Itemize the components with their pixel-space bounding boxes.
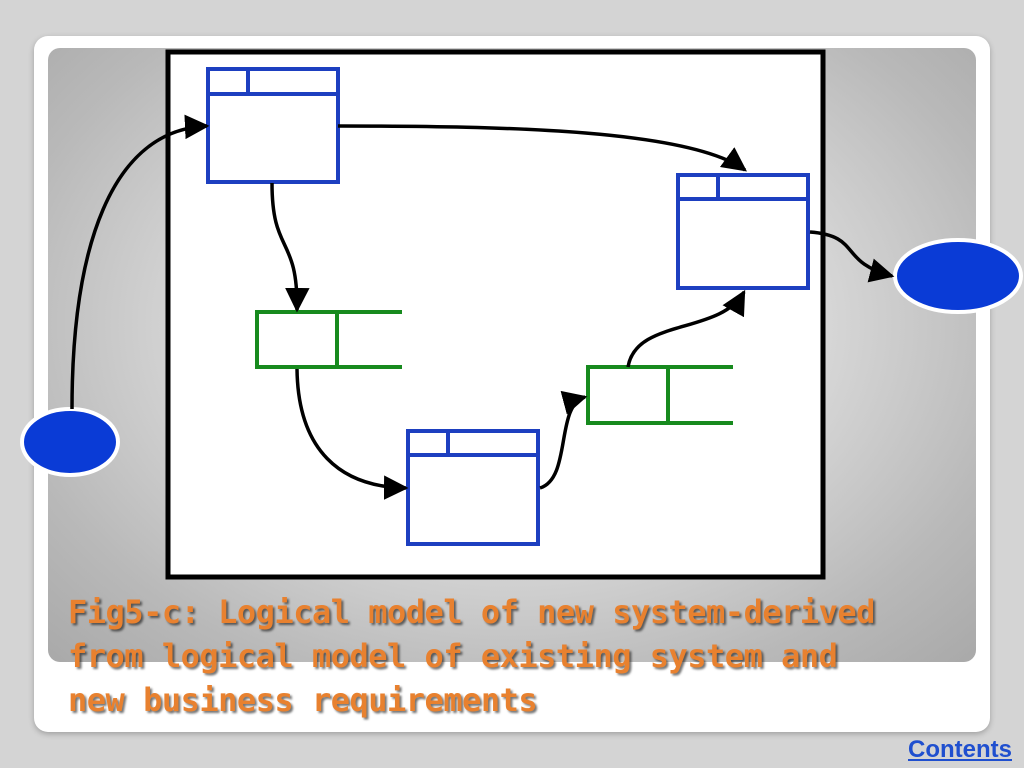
- data-store-1: [255, 310, 402, 369]
- flow-store-2-to-process-3: [626, 289, 746, 368]
- flow-process-2-to-store-2: [539, 390, 588, 490]
- flow-entity-to-process-1: [70, 114, 210, 410]
- data-store-2: [586, 365, 733, 425]
- flow-process-3-to-entity: [809, 230, 895, 283]
- flow-process-1-to-process-3: [337, 124, 747, 172]
- process-box-3: [676, 173, 810, 290]
- caption-line-1: Fig5-c: Logical model of new system-deri…: [68, 593, 875, 631]
- external-entity-left: [20, 407, 120, 477]
- external-entity-right: [893, 238, 1023, 314]
- caption-line-2: from logical model of existing system an…: [68, 637, 838, 675]
- process-box-2: [406, 429, 540, 546]
- process-box-1: [206, 67, 340, 184]
- flow-process-1-to-store-1: [270, 182, 310, 313]
- caption-line-3: new business requirements: [68, 681, 538, 719]
- contents-link[interactable]: Contents: [908, 736, 1012, 763]
- figure-caption: Fig5-c: Logical model of new system-deri…: [68, 590, 968, 722]
- flow-store-1-to-process-2: [295, 368, 409, 500]
